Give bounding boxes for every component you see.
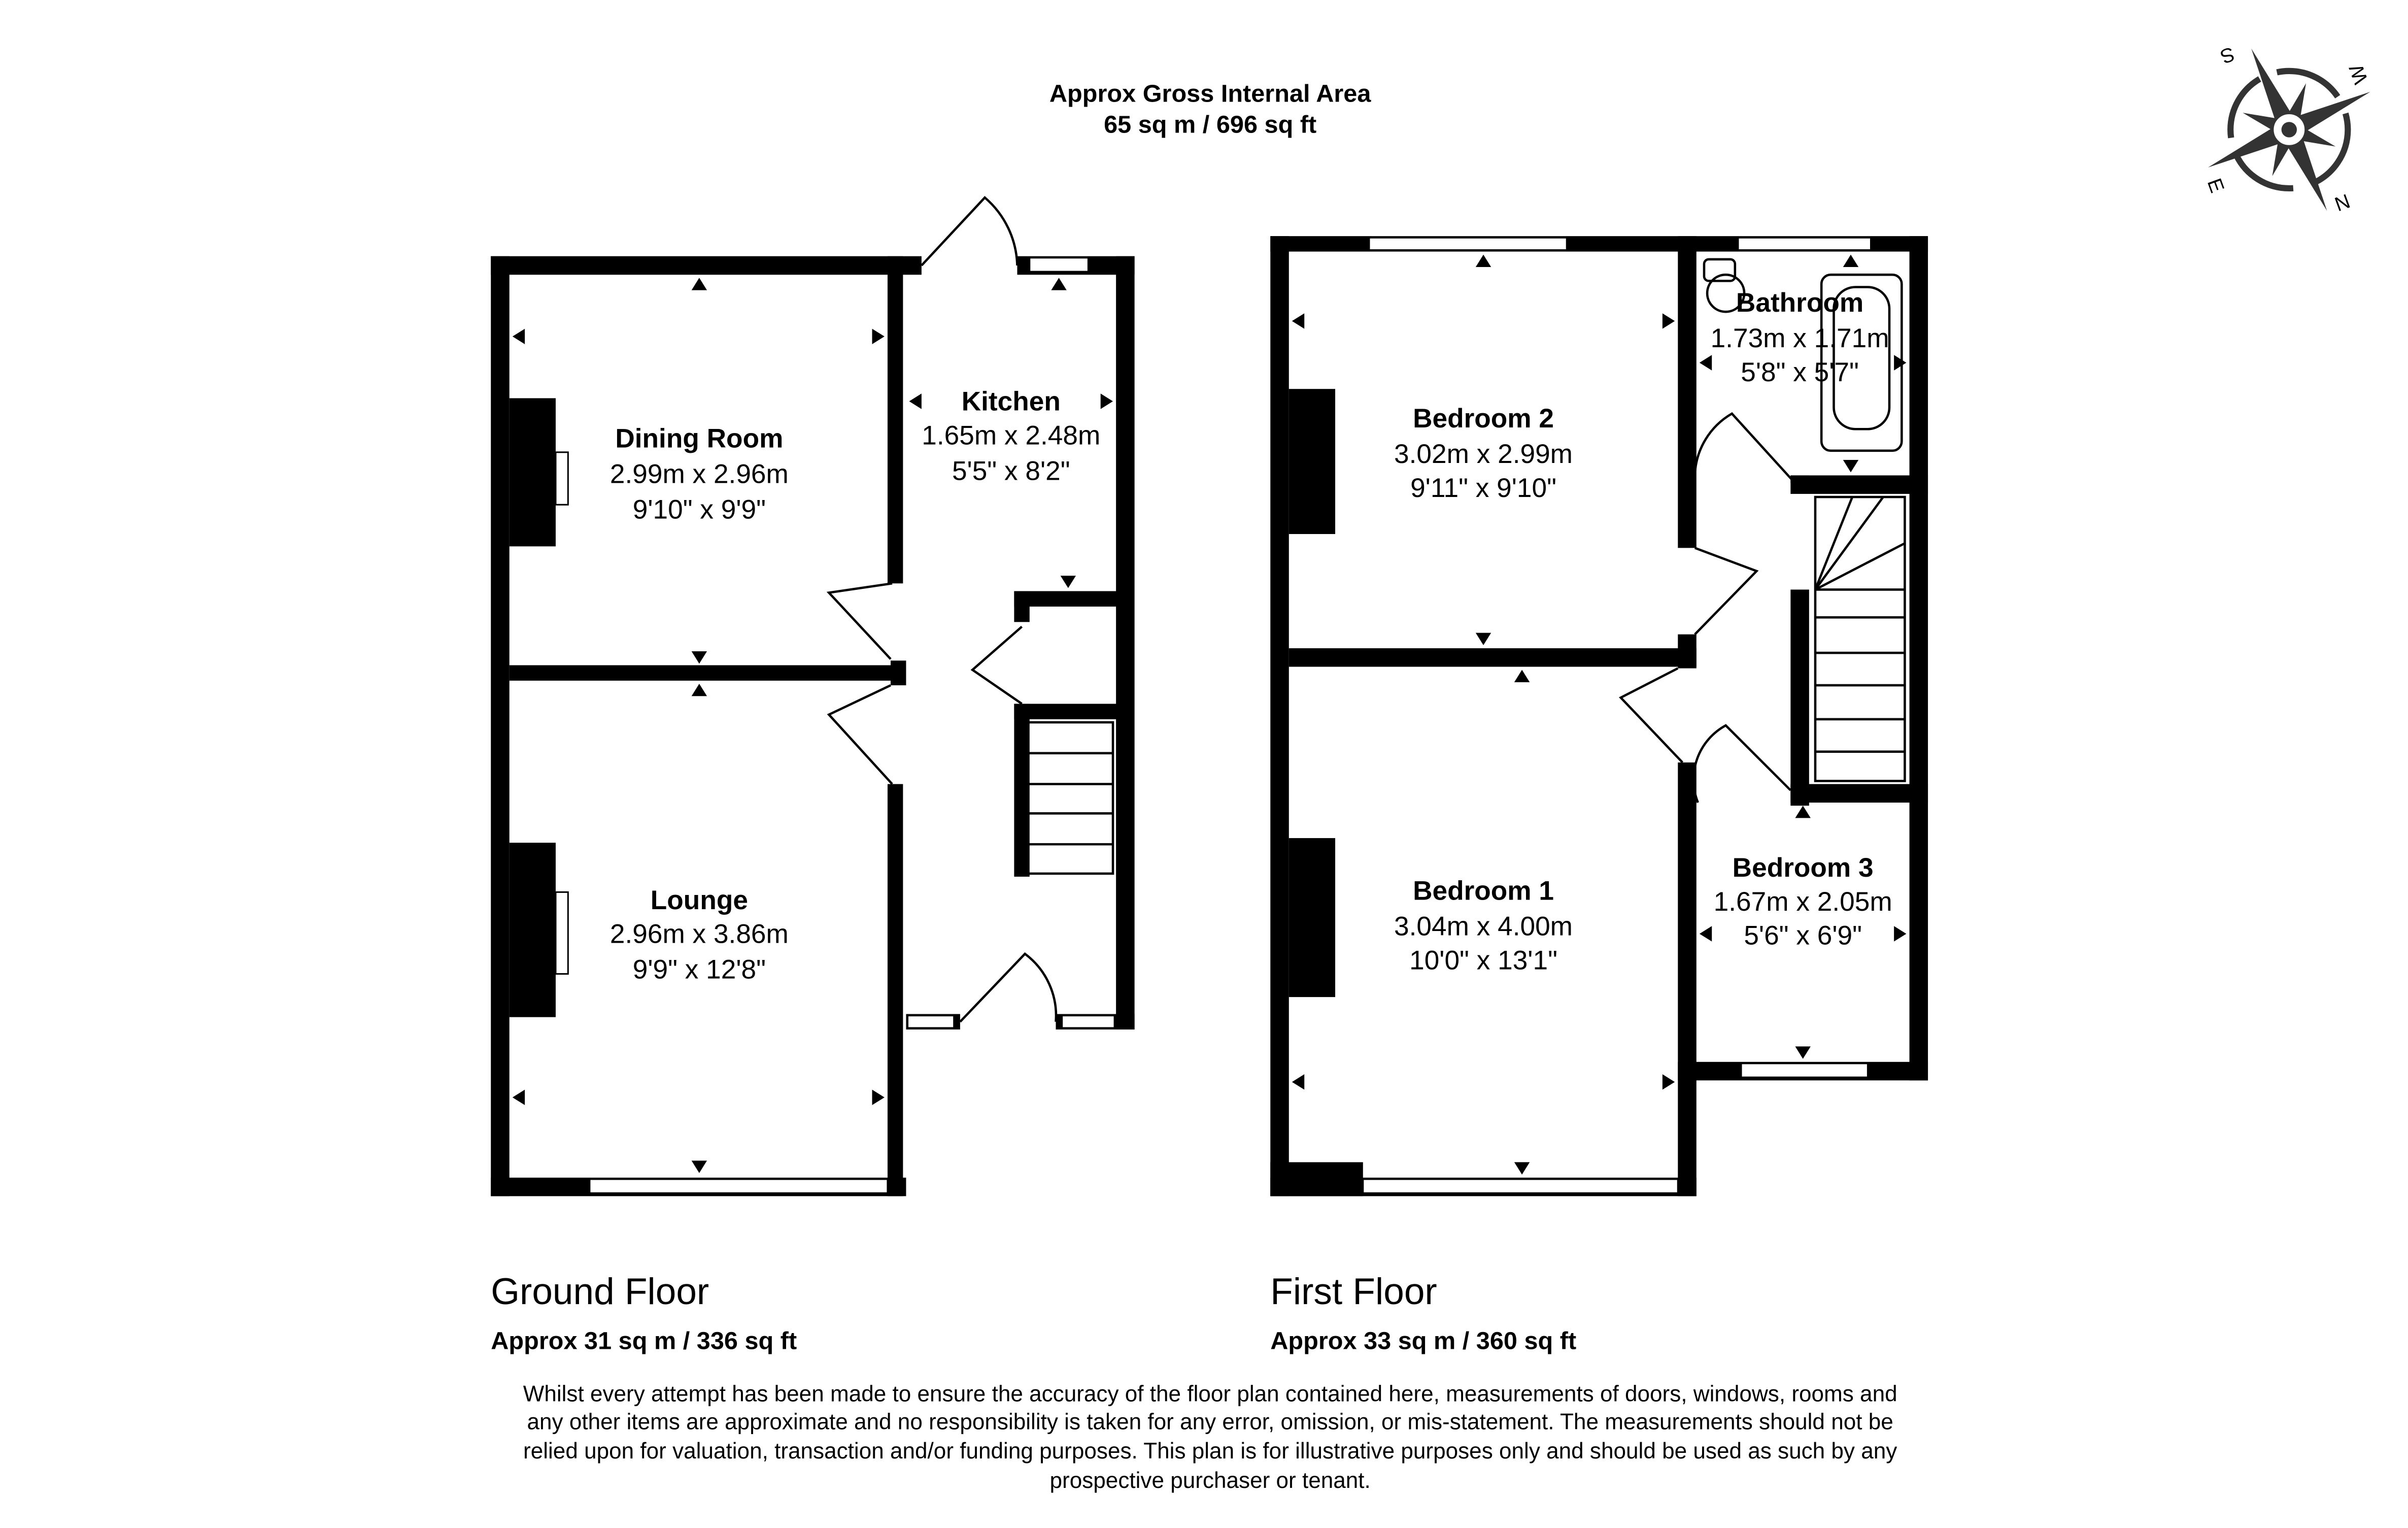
first-floor-title: First Floor <box>1270 1271 1437 1312</box>
svg-text:any other items are approximat: any other items are approximate and no r… <box>527 1409 1893 1434</box>
svg-text:9'9" x 12'8": 9'9" x 12'8" <box>633 955 766 985</box>
ground-floor-area: Approx 31 sq m / 336 sq ft <box>491 1327 797 1354</box>
svg-text:Dining Room: Dining Room <box>615 424 783 454</box>
compass-label-w: W <box>2345 61 2372 87</box>
svg-text:1.67m x 2.05m: 1.67m x 2.05m <box>1714 887 1892 917</box>
header-area: 65 sq m / 696 sq ft <box>1104 111 1316 138</box>
compass-label-n: N <box>2332 190 2353 216</box>
svg-text:2.96m x 3.86m: 2.96m x 3.86m <box>610 919 789 949</box>
ground-floor-plan <box>491 196 1135 1197</box>
svg-text:Kitchen: Kitchen <box>962 387 1061 417</box>
svg-text:5'6" x 6'9": 5'6" x 6'9" <box>1744 921 1862 951</box>
first-floor-area: Approx 33 sq m / 360 sq ft <box>1270 1327 1576 1354</box>
compass-label-s: S <box>2217 42 2237 68</box>
svg-text:5'8" x 5'7": 5'8" x 5'7" <box>1741 357 1859 387</box>
room-lounge: Lounge 2.96m x 3.86m 9'9" x 12'8" <box>610 885 789 985</box>
svg-text:1.73m x 1.71m: 1.73m x 1.71m <box>1711 323 1889 353</box>
disclaimer: Whilst every attempt has been made to en… <box>523 1382 1897 1493</box>
svg-text:Lounge: Lounge <box>651 885 748 915</box>
room-kitchen: Kitchen 1.65m x 2.48m 5'5" x 8'2" <box>922 387 1100 486</box>
room-bedroom-1: Bedroom 1 3.04m x 4.00m 10'0" x 13'1" <box>1394 876 1573 976</box>
svg-text:Bedroom 2: Bedroom 2 <box>1413 404 1554 434</box>
room-bedroom-3: Bedroom 3 1.67m x 2.05m 5'6" x 6'9" <box>1714 853 1892 951</box>
svg-text:Whilst every attempt has been: Whilst every attempt has been made to en… <box>523 1382 1897 1407</box>
svg-text:Bedroom 1: Bedroom 1 <box>1413 876 1554 906</box>
svg-text:3.04m x 4.00m: 3.04m x 4.00m <box>1394 911 1573 941</box>
svg-text:10'0" x 13'1": 10'0" x 13'1" <box>1409 945 1557 975</box>
ground-floor-title: Ground Floor <box>491 1271 709 1312</box>
svg-text:3.02m x 2.99m: 3.02m x 2.99m <box>1394 439 1573 469</box>
svg-text:2.99m x 2.96m: 2.99m x 2.96m <box>610 459 789 489</box>
room-bedroom-2: Bedroom 2 3.02m x 2.99m 9'11" x 9'10" <box>1394 404 1573 503</box>
svg-text:Bathroom: Bathroom <box>1736 288 1863 318</box>
svg-text:Bedroom 3: Bedroom 3 <box>1733 853 1874 883</box>
compass-icon: S W E N <box>2203 42 2372 216</box>
header-title: Approx Gross Internal Area <box>1049 80 1371 108</box>
svg-text:relied upon for valuation, tra: relied upon for valuation, transaction a… <box>523 1439 1897 1464</box>
room-bathroom: Bathroom 1.73m x 1.71m 5'8" x 5'7" <box>1711 288 1889 387</box>
first-floor-plan <box>1270 236 1928 1197</box>
svg-text:5'5" x 8'2": 5'5" x 8'2" <box>952 456 1070 486</box>
svg-text:prospective purchaser or tenan: prospective purchaser or tenant. <box>1050 1468 1371 1493</box>
compass-label-e: E <box>2203 176 2228 196</box>
room-dining-room: Dining Room 2.99m x 2.96m 9'10" x 9'9" <box>610 424 789 525</box>
svg-text:9'10" x 9'9": 9'10" x 9'9" <box>633 495 766 525</box>
svg-text:9'11" x 9'10": 9'11" x 9'10" <box>1410 473 1556 503</box>
svg-text:1.65m x 2.48m: 1.65m x 2.48m <box>922 421 1100 451</box>
